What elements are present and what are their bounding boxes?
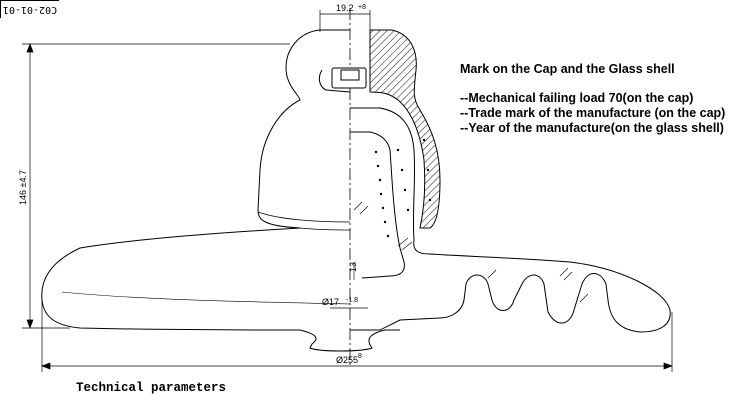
small-dia-tol: -1.8 [346, 297, 358, 304]
height-dimension [22, 43, 290, 329]
cap-section-hatch [369, 29, 441, 229]
technical-parameters-label: Technical parameters [76, 381, 227, 395]
glass-cavity [350, 131, 405, 279]
small-dia-text: Ø17 [322, 297, 339, 307]
height-dim-text: 146 ±4.7 [18, 170, 28, 205]
top-width-tol: +8 [358, 4, 366, 11]
top-width-text: 19.2 [336, 3, 354, 13]
cap-mark-notes: Mark on the Cap and the Glass shell --Me… [460, 62, 745, 136]
pin-slot [318, 69, 351, 93]
top-width-dimension [319, 10, 371, 32]
insulator-outline [41, 29, 400, 352]
overall-dia-dimension [41, 300, 673, 372]
overall-dia-tol: 8 [358, 353, 362, 360]
cement-dots [374, 138, 432, 238]
note-line: --Year of the manufacture(on the glass s… [460, 121, 724, 135]
cap-band-lower [299, 227, 351, 231]
glass-highlights [353, 201, 589, 303]
shell-inner-line [61, 291, 351, 305]
cap-band [257, 211, 351, 223]
pin-head [340, 69, 360, 81]
note-line: --Mechanical failing load 70(on the cap) [460, 91, 694, 105]
small-height-text: 13 [348, 262, 358, 272]
note-line: --Trade mark of the manufacture (on the … [460, 106, 726, 120]
glass-shell-section [350, 107, 671, 333]
notes-title: Mark on the Cap and the Glass shell [460, 62, 675, 76]
overall-dia-text: Ø255 [336, 355, 358, 365]
